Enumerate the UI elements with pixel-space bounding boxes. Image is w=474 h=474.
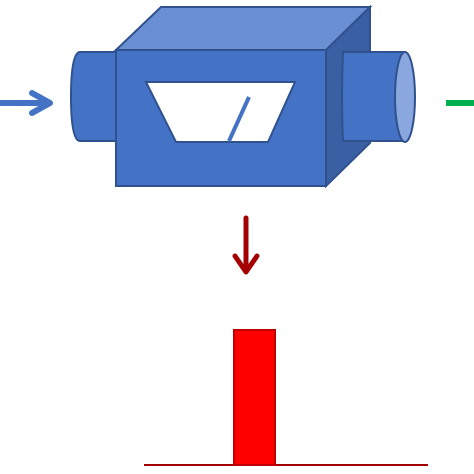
flow-meter-icon [69, 4, 416, 189]
signal-arrow-down-icon [232, 215, 260, 275]
pulse-bar [233, 329, 276, 466]
gauge-needle [227, 96, 251, 142]
pulse-output [144, 329, 428, 466]
right-flange-opening [394, 51, 416, 143]
right-flange [341, 51, 406, 142]
gauge-window [144, 81, 297, 143]
input-arrow-icon [0, 90, 53, 116]
left-flange [69, 51, 121, 142]
